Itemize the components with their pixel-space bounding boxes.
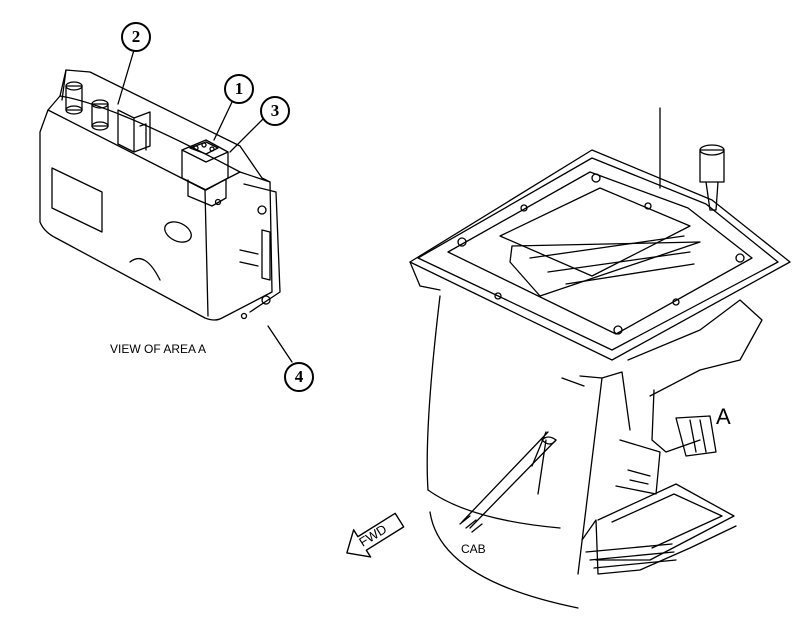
callout-1: 1: [224, 74, 254, 104]
callout-2: 2: [121, 22, 151, 52]
area-marker: A: [716, 404, 731, 429]
cab-label: CAB: [461, 542, 486, 556]
cab-assembly: [409, 107, 791, 609]
callout-3: 3: [260, 96, 290, 126]
callout-4: 4: [284, 362, 314, 392]
view-caption: VIEW OF AREA A: [110, 342, 207, 356]
control-module-detail: [39, 49, 293, 363]
forward-arrow-icon: FWD: [338, 500, 410, 572]
